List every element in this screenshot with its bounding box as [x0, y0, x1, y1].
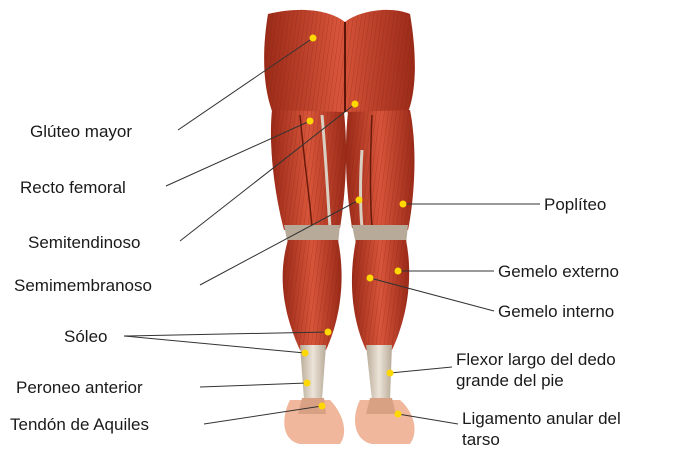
label-ligamento-line1: Ligamento anular del — [462, 409, 621, 428]
label-gemelo-interno: Gemelo interno — [498, 302, 614, 321]
marker-gluteo — [310, 35, 317, 42]
label-semitendinoso: Semitendinoso — [28, 233, 140, 252]
label-ligamento-line2: tarso — [462, 430, 500, 449]
marker-semitendinoso — [352, 101, 359, 108]
label-semimembranoso: Semimembranoso — [14, 276, 152, 295]
marker-ligamento — [395, 411, 402, 418]
label-tendon-aquiles: Tendón de Aquiles — [10, 415, 149, 434]
marker-flexor — [387, 370, 394, 377]
marker-popliteo — [400, 201, 407, 208]
label-flexor-line1: Flexor largo del dedo — [456, 350, 616, 369]
marker-gemelo-interno — [367, 275, 374, 282]
label-recto-femoral: Recto femoral — [20, 178, 126, 197]
label-soleo: Sóleo — [64, 327, 107, 346]
right-leg — [346, 110, 415, 444]
left-leg — [271, 110, 346, 444]
marker-soleo-b — [302, 350, 309, 357]
marker-aquiles — [319, 403, 326, 410]
marker-semimembranoso — [356, 197, 363, 204]
label-gemelo-externo: Gemelo externo — [498, 262, 619, 281]
label-popliteo: Poplíteo — [544, 195, 606, 214]
marker-recto — [307, 118, 314, 125]
marker-soleo-a — [325, 329, 332, 336]
label-flexor-line2: grande del pie — [456, 371, 564, 390]
gluteus-region — [264, 10, 415, 118]
marker-gemelo-externo — [395, 268, 402, 275]
label-peroneo-anterior: Peroneo anterior — [16, 378, 143, 397]
marker-peroneo — [304, 380, 311, 387]
label-gluteo-mayor: Glúteo mayor — [30, 122, 132, 141]
